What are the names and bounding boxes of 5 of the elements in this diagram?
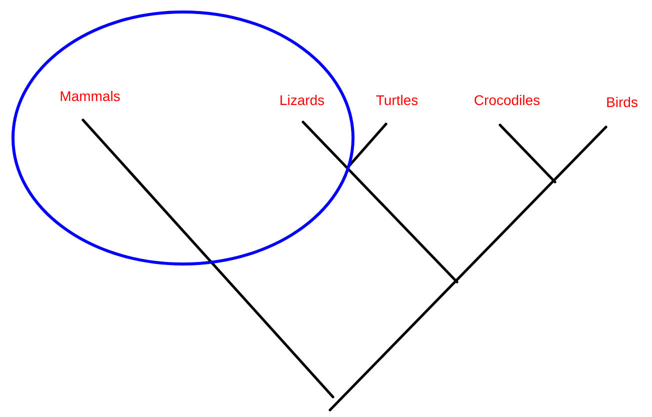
taxon-label: Mammals bbox=[60, 90, 120, 102]
taxon-label: Birds bbox=[607, 96, 638, 108]
taxon-label: Lizards bbox=[280, 94, 324, 106]
taxon-label: Turtles bbox=[376, 94, 418, 106]
taxon-label: Crocodiles bbox=[474, 94, 540, 106]
